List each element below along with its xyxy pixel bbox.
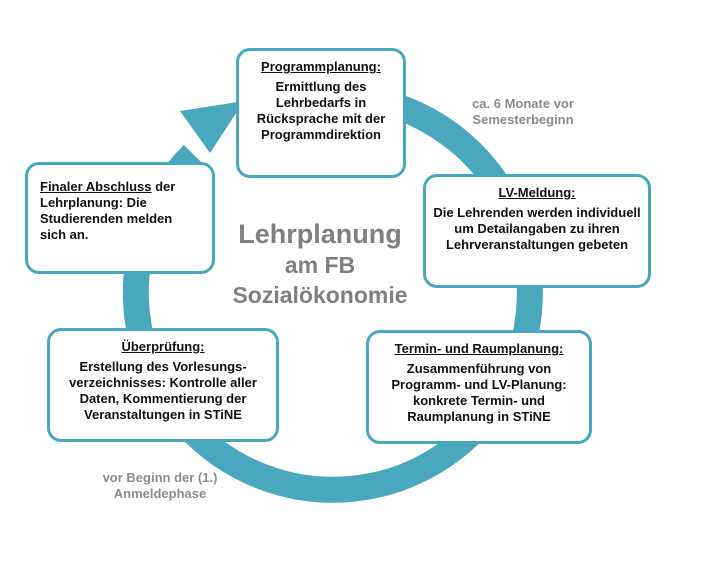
step-body: Die Lehrenden werden individuell um Deta… [433,205,641,252]
note-timing-end: vor Beginn der (1.) Anmeldephase [102,470,218,501]
step-ueberpruefung: Überprüfung: Erstellung des Vorlesungs-v… [47,328,279,442]
step-title: Termin- und Raumplanung: [394,341,564,356]
step-title: Überprüfung: [121,339,205,354]
step-programmplanung: Programmplanung: Ermittlung des Lehrbeda… [236,48,406,178]
title-line2: am FB [284,252,356,278]
step-body: Zusammenführung von Programm- und LV-Pla… [391,361,567,424]
note-timing-start: ca. 6 Monate vor Semesterbeginn [472,96,574,127]
step-body: Ermittlung des Lehrbedarfs in Rücksprach… [256,79,386,142]
step-title: Finaler Abschluss [40,179,152,194]
title-line3: Sozialökonomie [232,282,408,308]
step-finaler-abschluss: Finaler Abschluss der Lehrplanung: Die S… [25,162,215,274]
step-lv-meldung: LV-Meldung: Die Lehrenden werden individ… [423,174,651,288]
cycle-arc [122,82,543,503]
cycle-arrowhead [180,101,244,153]
step-title: LV-Meldung: [498,185,576,200]
step-body: der Lehrplanung: Die Studierenden melden… [40,179,176,242]
title-line1: Lehrplanung [238,219,402,249]
step-body: Erstellung des Vorlesungs-verzeichnisses… [69,359,257,422]
step-title: Programmplanung: [261,59,381,74]
step-termin-raumplanung: Termin- und Raumplanung: Zusammenführung… [366,330,592,444]
diagram-title: Lehrplanung am FB Sozialökonomie [215,218,425,310]
